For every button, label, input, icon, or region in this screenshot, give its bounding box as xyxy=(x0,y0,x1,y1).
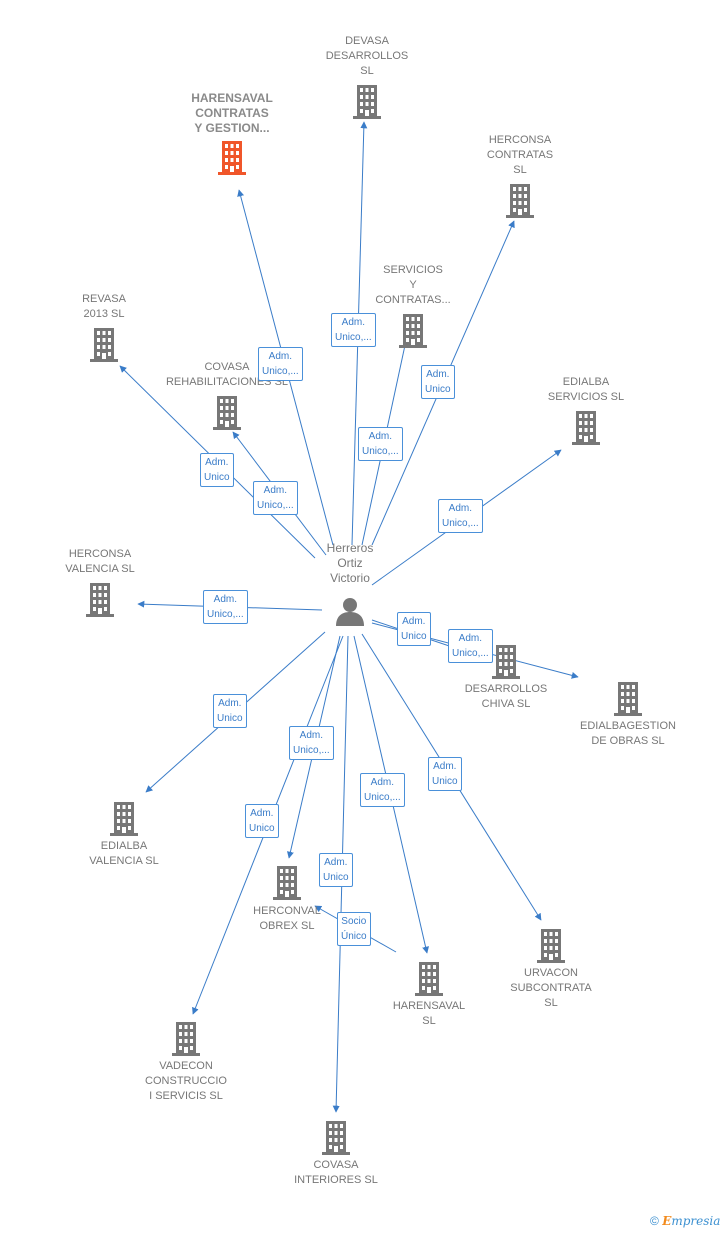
company-label: EDIALBAGESTION DE OBRAS SL xyxy=(580,720,676,747)
copyright-symbol: © xyxy=(650,1214,659,1228)
company-label: HERCONSA VALENCIA SL xyxy=(65,548,135,575)
edge-label-herconsa-contratas[interactable]: Adm. Unico xyxy=(421,365,455,399)
company-label: DESARROLLOS CHIVA SL xyxy=(464,683,548,710)
company-label: URVACON SUBCONTRATA SL xyxy=(510,967,592,1009)
building-icon xyxy=(172,1022,200,1056)
edge-label-urvacon-subcontrata[interactable]: Adm. Unico xyxy=(428,757,462,791)
person-name: Herreros Ortiz Victorio xyxy=(326,541,374,585)
building-icon xyxy=(492,645,520,679)
company-node-herconsa-valencia[interactable]: HERCONSA VALENCIA SL xyxy=(35,547,165,619)
company-node-edialba-servicios[interactable]: EDIALBA SERVICIOS SL xyxy=(521,375,651,447)
edge-label-harensaval-contratas[interactable]: Adm. Unico,... xyxy=(258,347,303,381)
company-label: HERCONSA CONTRATAS SL xyxy=(486,134,554,176)
edge-label-herconval-obrex[interactable]: Socio Único xyxy=(337,912,371,946)
company-node-harensaval[interactable]: HARENSAVAL SL xyxy=(364,962,494,1029)
building-icon xyxy=(90,328,118,362)
brand-logo: Empresia xyxy=(662,1214,721,1228)
edge-label-harensaval[interactable]: Adm. Unico,... xyxy=(360,773,405,807)
edge-label-vadecon-construccio[interactable]: Adm. Unico xyxy=(245,804,279,838)
building-icon xyxy=(322,1121,350,1155)
company-node-devasa-desarrollos[interactable]: DEVASA DESARROLLOS SL xyxy=(302,34,432,121)
building-icon xyxy=(399,314,427,348)
company-label: HARENSAVAL CONTRATAS Y GESTION... xyxy=(191,91,273,135)
company-label: HERCONVAL OBREX SL xyxy=(253,905,321,932)
edge-label-herconval-obrex[interactable]: Adm. Unico,... xyxy=(289,726,334,760)
company-node-edialba-valencia[interactable]: EDIALBA VALENCIA SL xyxy=(59,802,189,869)
building-icon xyxy=(572,411,600,445)
company-node-urvacon-subcontrata[interactable]: URVACON SUBCONTRATA SL xyxy=(486,929,616,1011)
company-node-revasa-2013[interactable]: REVASA 2013 SL xyxy=(39,292,169,364)
company-label: VADECON CONSTRUCCIO I SERVICIS SL xyxy=(145,1060,227,1102)
building-icon xyxy=(273,866,301,900)
company-node-edialbagestion-obras[interactable]: EDIALBAGESTION DE OBRAS SL xyxy=(563,682,693,749)
edge-label-desarrollos-chiva[interactable]: Adm. Unico xyxy=(397,612,431,646)
company-node-harensaval-contratas[interactable]: HARENSAVAL CONTRATAS Y GESTION... xyxy=(167,91,297,177)
company-label: REVASA 2013 SL xyxy=(82,293,126,320)
company-node-herconval-obrex[interactable]: HERCONVAL OBREX SL xyxy=(222,866,352,934)
building-icon xyxy=(614,682,642,716)
company-node-desarrollos-chiva[interactable]: DESARROLLOS CHIVA SL xyxy=(441,645,571,712)
edge-label-edialbagestion-obras[interactable]: Adm. Unico,... xyxy=(448,629,493,663)
person-icon xyxy=(336,598,364,626)
company-node-vadecon-construccio[interactable]: VADECON CONSTRUCCIO I SERVICIS SL xyxy=(121,1022,251,1104)
edge-label-edialba-servicios[interactable]: Adm. Unico,... xyxy=(438,499,483,533)
company-node-covasa-interiores[interactable]: COVASA INTERIORES SL xyxy=(271,1121,401,1188)
company-label: EDIALBA VALENCIA SL xyxy=(89,840,159,867)
company-label: EDIALBA SERVICIOS SL xyxy=(547,376,625,403)
edge-label-servicios-contratas[interactable]: Adm. Unico,... xyxy=(358,427,403,461)
building-icon xyxy=(110,802,138,836)
edge-label-devasa-desarrollos[interactable]: Adm. Unico,... xyxy=(331,313,376,347)
building-icon xyxy=(213,396,241,430)
company-label: COVASA INTERIORES SL xyxy=(294,1159,378,1186)
footer-brand: © Empresia xyxy=(650,1214,720,1228)
building-icon xyxy=(537,929,565,963)
edge-label-edialba-valencia[interactable]: Adm. Unico xyxy=(213,694,247,728)
edge-label-herconsa-valencia[interactable]: Adm. Unico,... xyxy=(203,590,248,624)
edge-label-revasa-2013[interactable]: Adm. Unico xyxy=(200,453,234,487)
edge-label-covasa-interiores[interactable]: Adm. Unico xyxy=(319,853,353,887)
company-node-herconsa-contratas[interactable]: HERCONSA CONTRATAS SL xyxy=(455,133,585,220)
company-label: SERVICIOS Y CONTRATAS... xyxy=(375,264,451,306)
company-label: HARENSAVAL SL xyxy=(392,1000,466,1027)
building-icon xyxy=(506,184,534,218)
building-icon xyxy=(415,962,443,996)
building-icon xyxy=(218,141,246,175)
building-icon xyxy=(86,583,114,617)
edge-label-covasa-rehabilitaciones[interactable]: Adm. Unico,... xyxy=(253,481,298,515)
building-icon xyxy=(353,85,381,119)
person-node[interactable]: Herreros Ortiz Victorio xyxy=(305,541,395,626)
company-node-servicios-contratas[interactable]: SERVICIOS Y CONTRATAS... xyxy=(348,263,478,350)
company-label: DEVASA DESARROLLOS SL xyxy=(325,35,409,77)
